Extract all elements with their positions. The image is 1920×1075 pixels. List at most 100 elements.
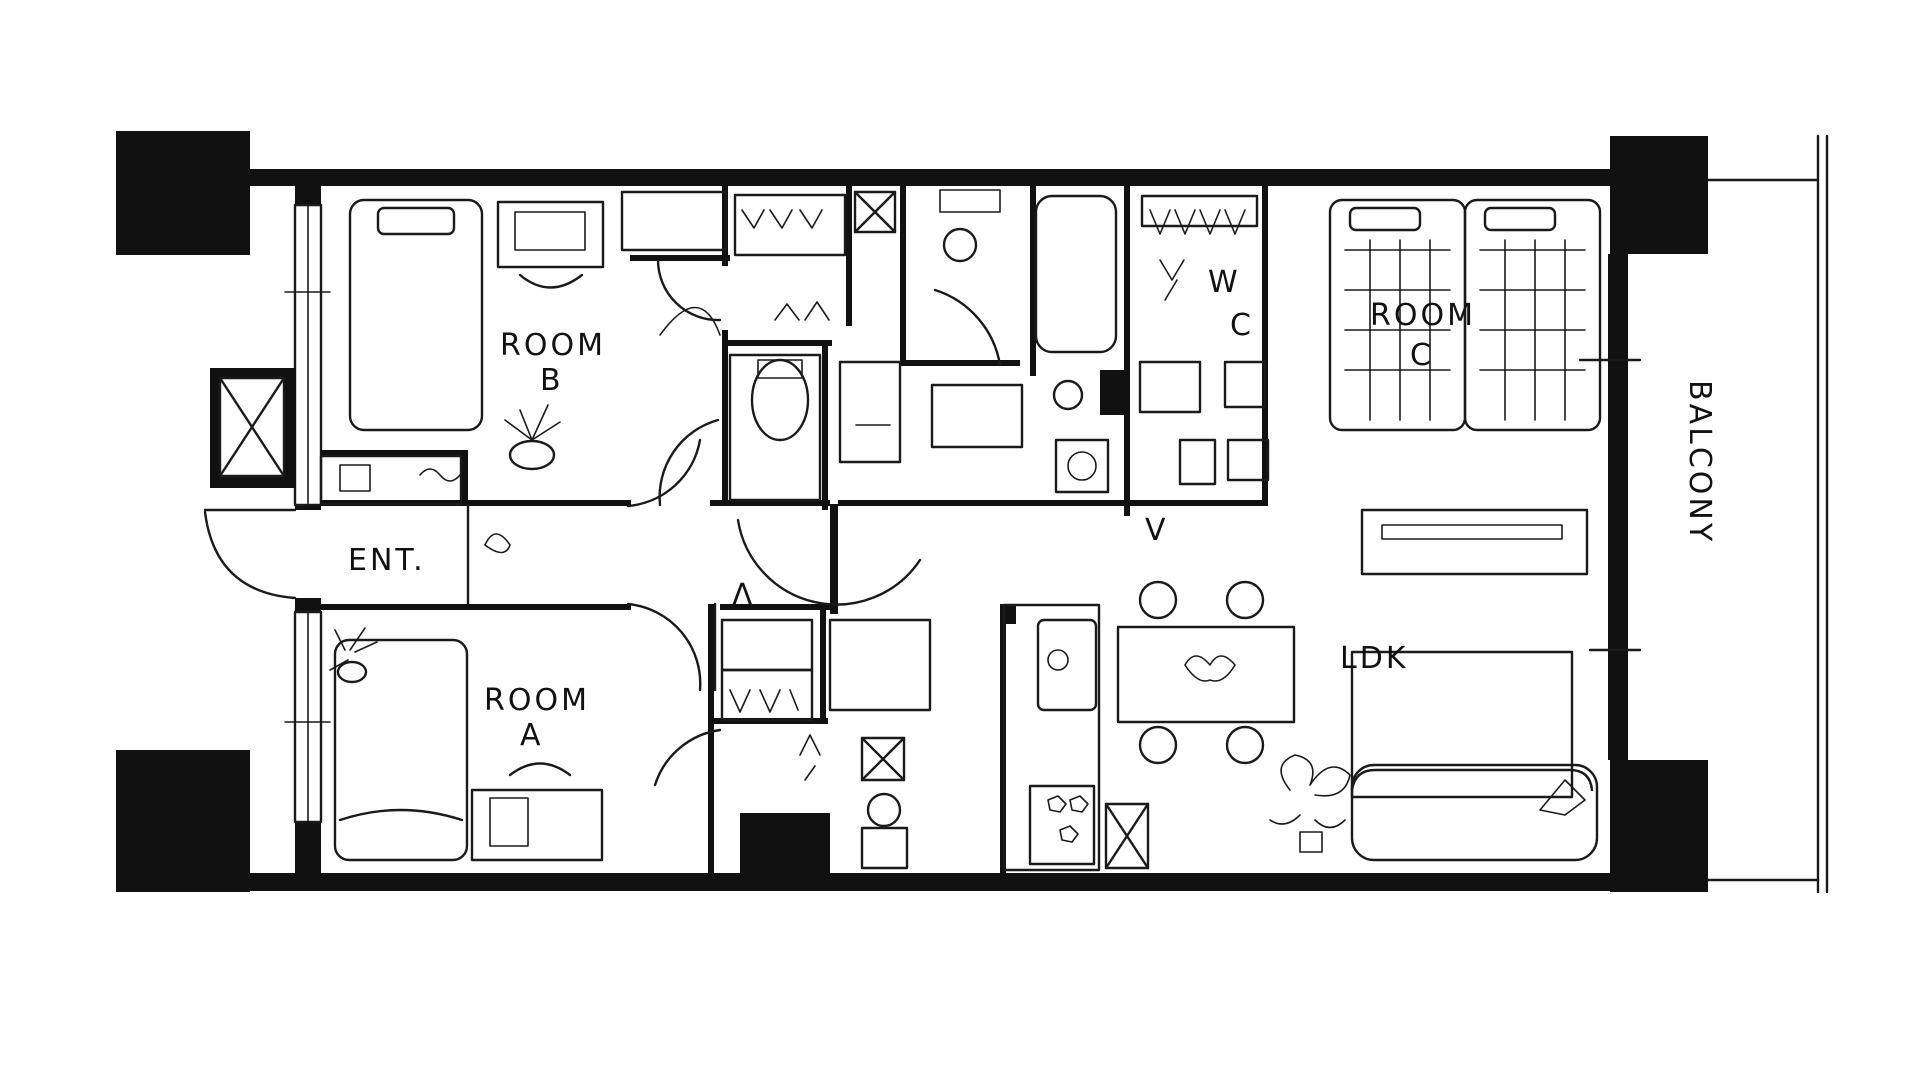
kitchen — [828, 603, 1150, 872]
closet-lower — [653, 618, 821, 787]
hanger-rail-icon — [1140, 194, 1259, 228]
interior-walls — [321, 186, 1268, 873]
wall-bottom — [116, 873, 1708, 891]
bag-icon — [1178, 438, 1217, 486]
outer-walls — [116, 131, 1708, 892]
room-c-label: ROOM — [1370, 298, 1476, 333]
meter-box — [210, 368, 296, 488]
door-swing-icon — [658, 418, 720, 507]
knob-icon — [1047, 649, 1069, 671]
wic-label-w: W — [1208, 265, 1241, 300]
pillar-bottom — [740, 813, 830, 873]
door-swing-icon — [653, 728, 722, 787]
room-b-letter: B — [540, 363, 564, 398]
shelf-icon — [620, 190, 728, 252]
wall-right — [1608, 254, 1628, 760]
ldk-label: LDK — [1340, 641, 1409, 676]
washbasin-icon — [930, 383, 1024, 449]
corridor-doors: Λ — [626, 438, 756, 692]
room-c-letter: C — [1410, 338, 1434, 373]
arrow-down-label: V — [1145, 513, 1169, 548]
column-top-left — [116, 131, 250, 255]
quilt-grid — [1344, 239, 1586, 421]
toilet-enclosure — [728, 353, 822, 502]
toilet-room — [728, 353, 922, 606]
toilet-tank-icon — [757, 359, 803, 379]
burner-icon — [1047, 795, 1089, 843]
desk-icon — [470, 788, 604, 862]
bed-icon — [348, 198, 484, 432]
fridge-icon — [1036, 618, 1098, 712]
bathtub-icon — [1034, 194, 1118, 354]
room-b: ROOM B — [348, 190, 728, 471]
microwave-icon — [828, 618, 932, 712]
closet-upper — [658, 190, 897, 507]
pillow-icon — [1348, 206, 1422, 232]
blanket-icon — [338, 808, 464, 822]
chair-icon — [518, 273, 584, 289]
faucet-icon — [939, 189, 1001, 213]
pillow-icon — [376, 206, 456, 236]
flowers-icon — [419, 468, 461, 482]
shelf-icon — [720, 618, 814, 672]
tv-icon — [1381, 524, 1563, 540]
dining-table-icon — [1116, 625, 1296, 724]
door-swing-icon — [626, 438, 702, 508]
wall-top — [250, 169, 1610, 186]
chair-icon — [1138, 725, 1178, 765]
door-swing-icon — [626, 602, 702, 692]
room-a-label: ROOM — [484, 683, 590, 718]
column-bottom-right — [1610, 760, 1708, 892]
plant-icon — [504, 404, 561, 471]
trash-bin-icon — [860, 826, 909, 870]
column-bottom-left — [116, 750, 250, 892]
bags-icon — [799, 734, 821, 781]
pillow-icon — [1483, 206, 1557, 232]
shaft-icon — [853, 190, 897, 234]
desk-icon — [496, 200, 605, 269]
bed-icon — [333, 638, 469, 862]
shaft-icon — [860, 736, 906, 782]
chair-icon — [1225, 725, 1265, 765]
chair-icon — [1138, 580, 1178, 620]
rug-icon — [1350, 650, 1574, 799]
room-c: ROOM C — [1328, 198, 1642, 432]
pan-icon — [866, 792, 902, 828]
tray-icon — [339, 464, 371, 492]
shaft-icon — [1104, 802, 1150, 870]
bags-icon — [774, 301, 830, 321]
box-icon — [1223, 360, 1267, 409]
plant-icon — [329, 627, 378, 684]
balcony: BALCONY — [1682, 134, 1829, 894]
plant-icon — [1269, 754, 1351, 853]
entrance-door — [203, 508, 297, 600]
door-swing-icon — [656, 258, 722, 322]
bag-icon — [1226, 438, 1270, 482]
sofa-back-icon — [1350, 768, 1594, 792]
tv-stand-icon — [1360, 508, 1589, 576]
cushion-icon — [1539, 779, 1586, 816]
room-a-letter: A — [520, 718, 544, 753]
room-a: ROOM A — [329, 627, 604, 862]
balcony-label: BALCONY — [1682, 380, 1717, 544]
ldk: LDK — [1116, 508, 1642, 862]
slippers-icon — [484, 533, 511, 554]
kitchen-counter-icon — [1002, 603, 1101, 872]
washing-machine-icon — [1054, 438, 1110, 494]
hanger-rail-icon — [733, 193, 847, 257]
laptop-icon — [514, 211, 586, 251]
shoe-cabinet-icon — [319, 454, 463, 506]
bucket-icon — [1052, 379, 1084, 411]
box-icon — [1138, 360, 1202, 414]
door-swing-icon — [736, 518, 922, 606]
column-top-right — [1610, 136, 1708, 254]
bed-icon — [1463, 198, 1602, 432]
entrance-label: ENT. — [348, 543, 426, 578]
sofa-icon — [1350, 763, 1599, 862]
basin-icon — [942, 227, 978, 263]
walk-in-closet: W C V — [1138, 194, 1270, 548]
arrow-up-label: Λ — [732, 578, 756, 613]
notebook-icon — [489, 797, 529, 847]
toilet-icon — [750, 358, 810, 442]
